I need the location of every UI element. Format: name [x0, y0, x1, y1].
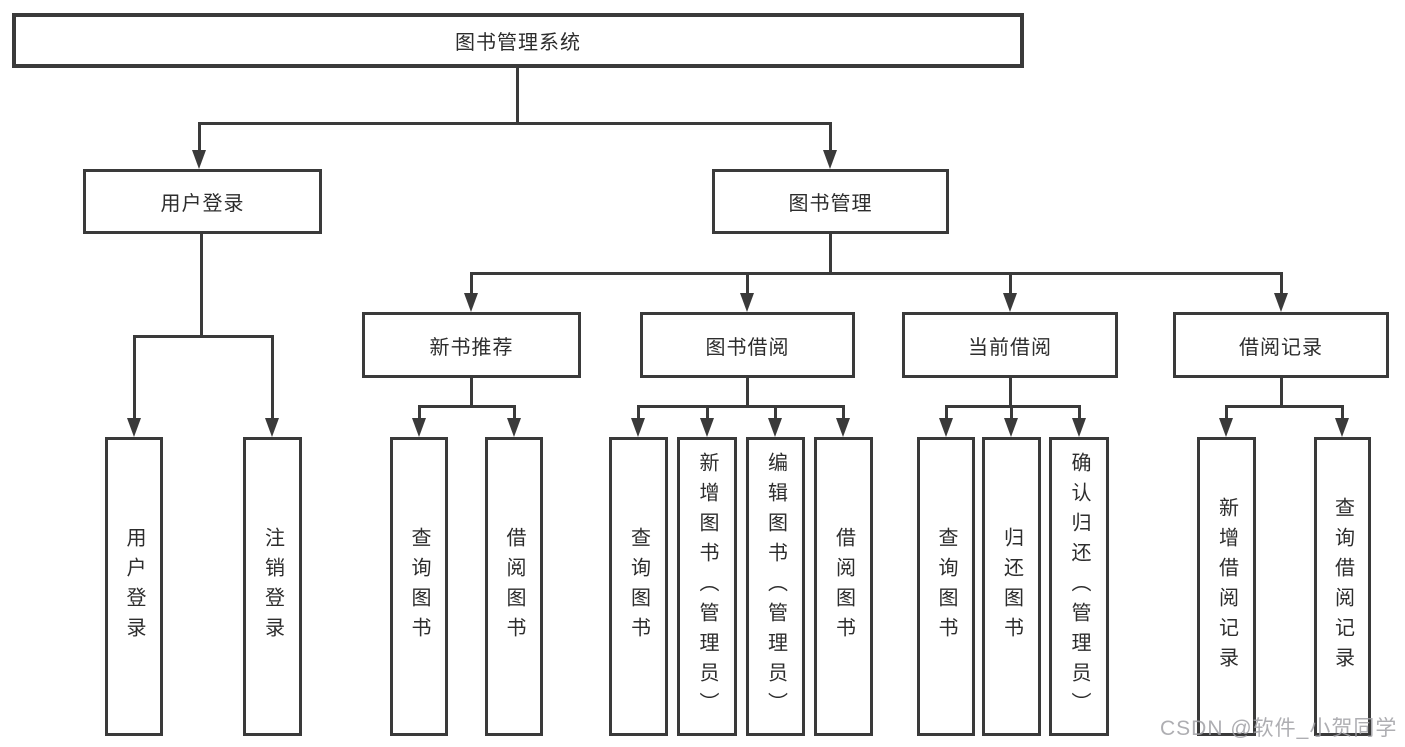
arrow-down-icon: [265, 418, 279, 437]
node-borrowing-records: 借阅记录: [1173, 312, 1389, 378]
node-label: 注销登录: [261, 526, 284, 647]
node-label: 借阅记录: [1239, 336, 1323, 359]
connector-book-borrowing-bracket: [637, 405, 844, 408]
leaf-borrow-books: 借阅图书: [485, 437, 543, 736]
csdn-watermark: CSDN @软件_小贺同学: [1160, 717, 1398, 740]
connector-book-management-bracket: [470, 272, 1282, 275]
connector-book-management-stem: [829, 234, 832, 273]
node-label: 图书借阅: [705, 336, 790, 359]
connector-stem-current-borrowing: [1009, 272, 1012, 298]
connector-stem-leaf: [1010, 405, 1013, 423]
connector-user-login-bracket: [133, 335, 274, 338]
connector-stem-leaf: [774, 405, 777, 423]
arrow-down-icon: [507, 418, 521, 437]
node-label: 用户登录: [123, 526, 145, 647]
connector-stem-borrowing-records: [1280, 272, 1283, 298]
connector-stem-user-login: [198, 122, 201, 154]
arrow-down-icon: [1004, 418, 1018, 437]
connector-stem-leaf-user-login: [133, 335, 136, 421]
node-current-borrowing: 当前借阅: [902, 312, 1118, 378]
connector-borrowing-records-stem: [1280, 378, 1283, 406]
connector-stem-leaf: [842, 405, 845, 423]
leaf-return-books: 归还图书: [982, 437, 1041, 736]
arrow-down-icon: [836, 418, 850, 437]
leaf-confirm-return-admin: 确认归还（管理员）: [1049, 437, 1109, 736]
node-label: 查询借阅记录: [1331, 496, 1354, 677]
arrow-down-icon: [768, 418, 782, 437]
leaf-logout: 注销登录: [243, 437, 302, 736]
node-label: 查询图书: [408, 526, 430, 647]
connector-new-book-bracket: [418, 405, 515, 408]
connector-stem-leaf: [1225, 405, 1228, 423]
node-label: 查询图书: [627, 526, 650, 647]
arrow-down-icon: [192, 150, 206, 169]
leaf-borrow-books: 借阅图书: [814, 437, 873, 736]
arrow-down-icon: [1335, 418, 1349, 437]
node-label: 用户登录: [160, 193, 245, 215]
connector-root-bracket: [198, 122, 831, 125]
node-label: 新书推荐: [429, 336, 514, 359]
arrow-down-icon: [700, 418, 714, 437]
leaf-query-borrow-record: 查询借阅记录: [1314, 437, 1371, 736]
node-user-login: 用户登录: [83, 169, 322, 234]
node-label: 归还图书: [1000, 526, 1023, 647]
leaf-query-books: 查询图书: [609, 437, 668, 736]
connector-stem-leaf: [513, 405, 516, 423]
connector-stem-leaf: [945, 405, 948, 423]
arrow-down-icon: [1274, 293, 1288, 312]
connector-stem-leaf: [1078, 405, 1081, 423]
node-label: 图书管理系统: [455, 32, 581, 54]
arrow-down-icon: [464, 293, 478, 312]
connector-stem-leaf: [1341, 405, 1344, 423]
node-label: 当前借阅: [968, 336, 1052, 359]
node-label: 编辑图书（管理员）: [764, 451, 787, 722]
arrow-down-icon: [1072, 418, 1086, 437]
connector-borrowing-records-bracket: [1225, 405, 1343, 408]
connector-stem-leaf-logout: [271, 335, 274, 421]
arrow-down-icon: [939, 418, 953, 437]
leaf-user-login: 用户登录: [105, 437, 163, 736]
leaf-add-books-admin: 新增图书（管理员）: [677, 437, 737, 736]
node-label: 新增图书（管理员）: [696, 451, 718, 722]
node-label: 借阅图书: [503, 526, 525, 647]
connector-book-borrowing-stem: [746, 378, 749, 406]
leaf-add-borrow-record: 新增借阅记录: [1197, 437, 1256, 736]
connector-stem-new-book: [470, 272, 473, 298]
arrow-down-icon: [1003, 293, 1017, 312]
node-label: 查询图书: [935, 526, 957, 647]
arrow-down-icon: [412, 418, 426, 437]
node-label: 新增借阅记录: [1215, 496, 1238, 677]
node-label: 借阅图书: [832, 526, 855, 647]
connector-current-borrowing-stem: [1009, 378, 1012, 406]
arrow-down-icon: [1219, 418, 1233, 437]
leaf-query-books: 查询图书: [917, 437, 975, 736]
node-label: 确认归还（管理员）: [1068, 451, 1090, 722]
node-new-book-recommendation: 新书推荐: [362, 312, 581, 378]
node-label: 图书管理: [788, 193, 873, 215]
node-book-management: 图书管理: [712, 169, 949, 234]
arrow-down-icon: [823, 150, 837, 169]
connector-stem-leaf: [418, 405, 421, 423]
connector-stem-leaf: [706, 405, 709, 423]
node-library-management-system: 图书管理系统: [12, 13, 1024, 68]
node-book-borrowing: 图书借阅: [640, 312, 855, 378]
connector-stem-book-borrowing: [746, 272, 749, 298]
connector-root-stem: [516, 68, 519, 124]
arrow-down-icon: [127, 418, 141, 437]
connector-user-login-stem: [200, 234, 203, 336]
leaf-query-books: 查询图书: [390, 437, 448, 736]
connector-new-book-stem: [470, 378, 473, 406]
connector-stem-leaf: [637, 405, 640, 423]
leaf-edit-books-admin: 编辑图书（管理员）: [746, 437, 805, 736]
connector-stem-book-management: [829, 122, 832, 154]
arrow-down-icon: [740, 293, 754, 312]
arrow-down-icon: [631, 418, 645, 437]
